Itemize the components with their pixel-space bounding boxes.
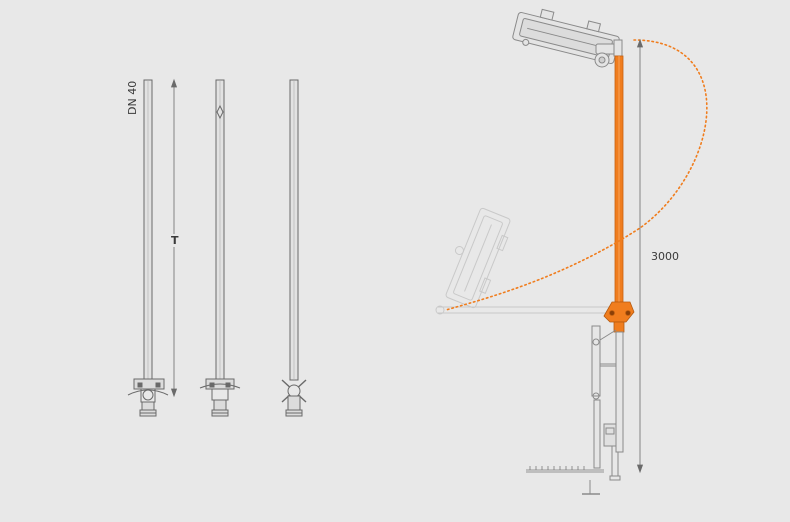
pole-view-1 bbox=[127, 79, 169, 417]
lower-mast bbox=[582, 325, 624, 495]
pole-base bbox=[199, 378, 241, 417]
pipe-size-label: DN 40 bbox=[126, 80, 139, 115]
swing-arc bbox=[445, 39, 708, 311]
pole-view-3 bbox=[281, 79, 307, 417]
ghost-lowered-unit bbox=[435, 207, 612, 315]
orange-hinge bbox=[603, 301, 635, 333]
pole-base bbox=[281, 379, 307, 417]
dimension-height bbox=[636, 38, 644, 474]
ground-rail bbox=[526, 466, 604, 473]
height-value-label: 3000 bbox=[651, 250, 679, 263]
pole-base bbox=[127, 378, 169, 417]
pole-view-2 bbox=[199, 79, 241, 417]
lamp-head bbox=[512, 8, 623, 68]
height-symbol-label: T bbox=[170, 234, 180, 247]
orange-pole bbox=[614, 55, 624, 303]
